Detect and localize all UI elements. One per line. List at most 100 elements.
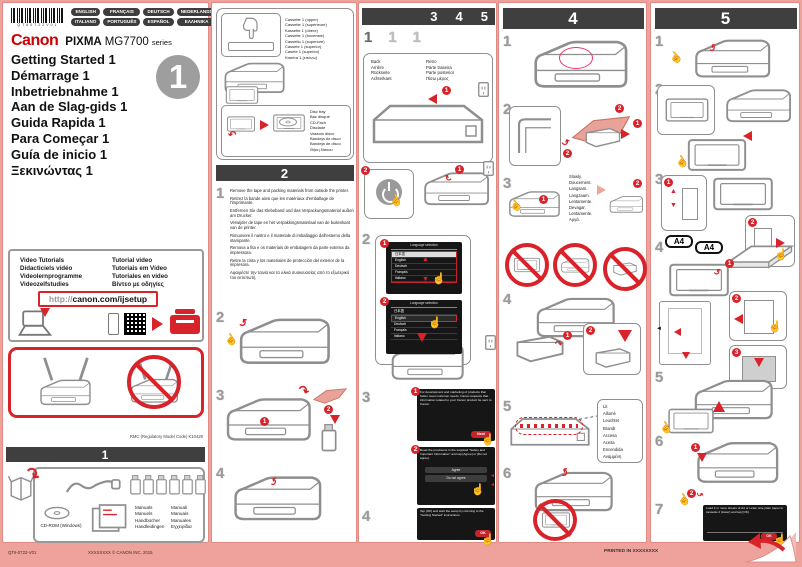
section-5-header: 5 bbox=[655, 8, 797, 29]
footer-doc-code: QT6-0722-V01 bbox=[8, 550, 37, 555]
rotate-arrow-icon: ↶ bbox=[228, 130, 237, 141]
cassette-info-box: Cassette 1 (upper) Cassette 1 (supérieur… bbox=[216, 8, 354, 160]
step-number-6: 6 bbox=[503, 465, 512, 482]
ban-item-1 bbox=[505, 243, 549, 287]
badge-1: 1 bbox=[563, 331, 572, 340]
badge-1: 1 bbox=[633, 119, 642, 128]
manuals-icon bbox=[91, 503, 129, 533]
section-4-header: 4 bbox=[503, 8, 644, 29]
guide-adjust-inset: 1 ▲ ▼ bbox=[661, 175, 707, 231]
title-el: Ξεκινώντας 1 bbox=[11, 162, 93, 178]
carry-warning-box bbox=[8, 347, 204, 418]
lang-italiano: ITALIANO bbox=[71, 18, 101, 26]
badge-1: 1 bbox=[442, 86, 451, 95]
title-pt: Para Começar 1 bbox=[11, 130, 110, 146]
outlet-icon bbox=[478, 82, 489, 97]
a4-size-badge: A4 bbox=[695, 241, 723, 254]
column-4-panel: 4 1 2 1 2 2 ↶ 3 1 ☝ Slowly. Doucement. L… bbox=[498, 2, 647, 543]
setup-url-box: http:// canon.com/ijsetup bbox=[38, 291, 158, 307]
ban-item-3 bbox=[603, 247, 647, 291]
arrow-down-icon bbox=[682, 352, 690, 359]
badge-2: 2 bbox=[586, 326, 595, 335]
title-nl: Aan de Slag-gids 1 bbox=[11, 99, 128, 115]
title-it: Guida Rapida 1 bbox=[11, 115, 106, 131]
badge-1: 1 bbox=[455, 165, 464, 174]
badge-2: 2 bbox=[615, 104, 624, 113]
scroll-down-icon: ▼ bbox=[422, 276, 429, 283]
badge-2: 2 bbox=[633, 179, 642, 188]
badge-2: 2 bbox=[563, 149, 572, 158]
arrow-insert-icon bbox=[713, 401, 725, 412]
pixma-wordmark: PIXMA bbox=[65, 36, 102, 48]
cassette-illustration bbox=[711, 175, 775, 213]
section-1-header: 1 bbox=[6, 447, 205, 462]
power-button-inset: ☝ bbox=[364, 169, 414, 219]
arrow-down-icon: ▼ bbox=[670, 202, 677, 209]
arrow-left-icon bbox=[428, 94, 437, 104]
lang-deutsch: DEUTSCH bbox=[143, 8, 174, 16]
url-prefix: http:// bbox=[48, 294, 73, 304]
step-number-6: 6 bbox=[655, 433, 664, 450]
press-cassette-inset bbox=[221, 13, 281, 57]
arrow-right-icon bbox=[152, 317, 163, 331]
lit-labels-box: Lit Allumé Leuchtet Brandt Accesa Acesa … bbox=[597, 399, 643, 463]
url-main: canon.com/ijsetup bbox=[72, 294, 148, 304]
footer-copyright: XXXXXXXX © CANON INC. 2015 bbox=[88, 550, 153, 555]
front-panel-inset bbox=[657, 85, 715, 135]
arrow-down-icon bbox=[330, 415, 340, 424]
badge-2: 2 bbox=[324, 405, 333, 414]
disc-tray-inset: ↶ Disc tray Bac disque CD-Fach Disclade … bbox=[221, 105, 351, 157]
step-number-2: 2 bbox=[362, 231, 371, 248]
agree-button: Agree bbox=[425, 466, 487, 474]
rmc-code: RMC (Regulatory Model Code) K10429 bbox=[129, 434, 203, 439]
load-paper-screen: Load 2 or more sheets of A4 or Letter si… bbox=[703, 505, 787, 541]
arrow-pull-icon bbox=[743, 131, 752, 141]
page-turn-corner bbox=[745, 532, 797, 563]
next-button: Next bbox=[471, 431, 491, 438]
smartphone-icon bbox=[108, 313, 119, 335]
badge-3: 3 bbox=[732, 348, 741, 357]
lang-english: ENGLISH bbox=[71, 8, 101, 16]
cassette-pullout-illustration bbox=[681, 137, 753, 173]
badge-2: 2 bbox=[748, 218, 757, 227]
step-number-5: 5 bbox=[503, 398, 512, 415]
section-345-header: 3 4 5 bbox=[362, 8, 495, 25]
carry-ok-illustration bbox=[40, 357, 91, 406]
disc-icon bbox=[278, 116, 298, 128]
unpack-instructions: Remove the tape and packing materials fr… bbox=[230, 188, 354, 280]
cassette-load-illustration bbox=[667, 261, 731, 299]
step-number-1: 1 bbox=[655, 33, 664, 50]
step-number-3: 3 bbox=[503, 175, 512, 192]
lang-portugues: PORTUGUÊS bbox=[103, 18, 141, 26]
substep-numbers: 1 1 1 bbox=[364, 29, 422, 46]
column-5-panel: 5 1 ☝ ↶ 2 ☝ 3 1 ▲ ▼ A4 2 ☝ 4 A4 1 ↶ ◄ 2 … bbox=[650, 2, 800, 546]
title-list: Getting Started 1 Démarrage 1 Inbetriebn… bbox=[11, 52, 127, 178]
arrow-up-icon: ▲ bbox=[670, 188, 677, 195]
manuals-labels-col2: Manuali Manuais Manuales Εγχειρίδια bbox=[171, 505, 192, 530]
badge-1: 1 bbox=[411, 387, 420, 396]
rear-view-box: Back Arrière Rückseite Achterkant Retro … bbox=[363, 53, 493, 163]
hand-icon: ☝ bbox=[768, 321, 782, 333]
edge-align-inset: 2 ☝ bbox=[729, 291, 787, 341]
lamp-highlight bbox=[515, 417, 583, 435]
cassette-illustration bbox=[223, 85, 261, 105]
info-consent-screen: For development and marketing of product… bbox=[417, 389, 495, 441]
badge-1: 1 bbox=[260, 417, 269, 426]
step-number-3: 3 bbox=[216, 387, 225, 404]
language-buttons: ENGLISH FRANÇAIS DEUTSCH NEDERLANDS ITAL… bbox=[71, 8, 217, 26]
arrow-left-icon: ◄ bbox=[490, 482, 495, 488]
step-number-4: 4 bbox=[655, 239, 664, 256]
step-number-4: 4 bbox=[362, 508, 371, 525]
step-number-3: 3 bbox=[655, 171, 664, 188]
badge-2: 2 bbox=[361, 166, 370, 175]
arrow-left-icon: ◄ bbox=[490, 473, 495, 479]
lang-espanol: ESPAÑOL bbox=[143, 18, 174, 26]
cdrom-icon bbox=[43, 505, 71, 521]
manuals-labels-col1: Manuals Manuels Handbücher Handleidingen bbox=[135, 505, 165, 530]
title-de: Inbetriebnahme 1 bbox=[11, 83, 119, 99]
doc-number-circle: 1 bbox=[156, 55, 200, 99]
badge-2: 2 bbox=[380, 297, 389, 306]
column-3-panel: 3 4 5 1 1 1 Back Arrière Rückseite Achte… bbox=[358, 2, 497, 546]
lang-nederlands: NEDERLANDS bbox=[176, 8, 217, 16]
